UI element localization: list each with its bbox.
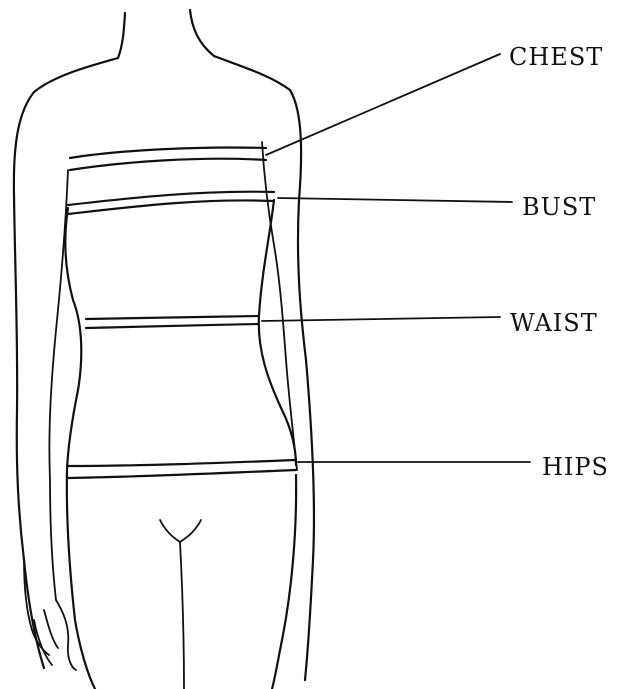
bust-leader-line — [278, 198, 512, 202]
neck-left-line — [118, 13, 125, 58]
right-shoulder-arm-outer — [214, 56, 314, 680]
left-hand-outline — [24, 560, 49, 655]
crotch-line-right — [180, 520, 201, 542]
bust-label: BUST — [522, 195, 596, 219]
left-shoulder-arm-outer — [14, 58, 118, 668]
waist-band-top — [86, 316, 258, 319]
hips-band-bottom — [68, 470, 296, 478]
torso-left-side — [65, 208, 95, 689]
chest-band-bottom — [70, 159, 266, 170]
chest-leader-line — [266, 54, 500, 155]
chest-band-top — [70, 147, 266, 158]
hips-band-top — [68, 460, 296, 466]
hips-label: HIPS — [542, 455, 609, 479]
left-hand-finger-2 — [44, 610, 58, 648]
neck-right-line — [190, 10, 214, 56]
inner-leg-line — [180, 542, 184, 689]
waist-label: WAIST — [510, 311, 598, 335]
waist-band-bottom — [86, 324, 258, 328]
crotch-line-left — [160, 520, 180, 542]
waist-leader-line — [262, 317, 500, 321]
torso-right-side — [259, 200, 296, 465]
chest-label: CHEST — [509, 45, 603, 69]
right-leg-line — [272, 475, 296, 689]
